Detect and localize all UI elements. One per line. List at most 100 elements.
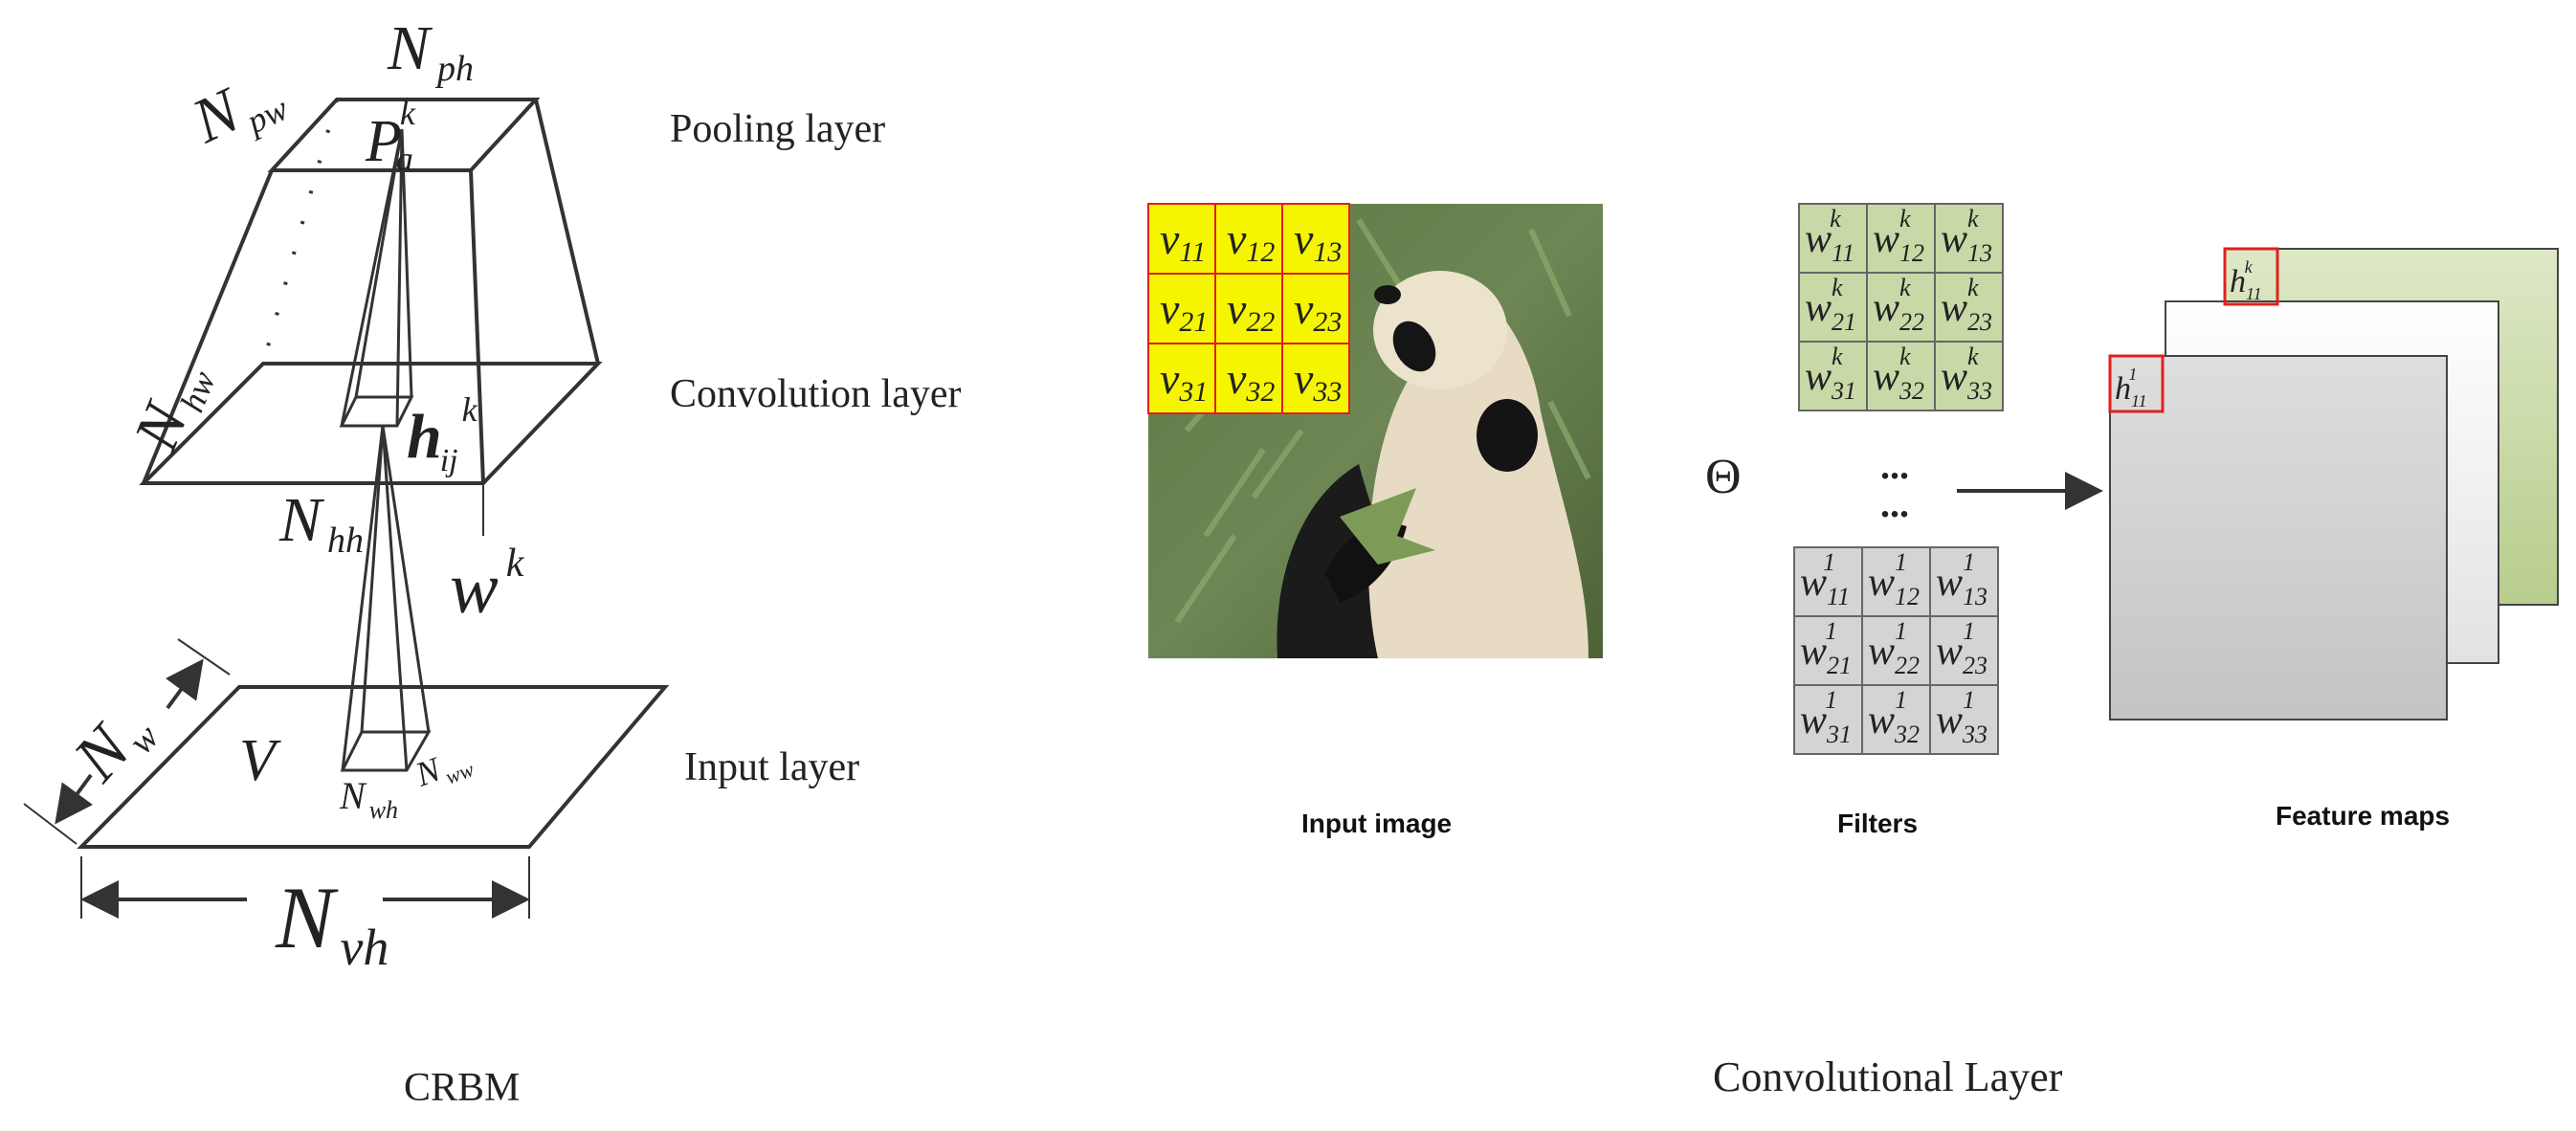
input-grid-cell-label: v13 bbox=[1294, 214, 1342, 268]
filter-weight-label: w121 bbox=[1868, 548, 1920, 610]
nw-dimension-tick bbox=[23, 803, 78, 845]
input-grid-cell bbox=[1281, 343, 1350, 414]
convolutional-layer-caption: Convolutional Layer bbox=[1713, 1053, 2063, 1100]
feature-h11-k-label: h11k bbox=[2230, 257, 2262, 303]
filter-weight-label: w321 bbox=[1868, 686, 1920, 748]
symbol-h-ij-k: hijk bbox=[407, 390, 478, 478]
symbol-N-pw: Npw bbox=[182, 56, 294, 162]
symbol-V: V bbox=[239, 728, 281, 793]
filter-cell bbox=[1934, 341, 2004, 411]
filter-cell bbox=[1866, 341, 1936, 411]
bamboo-leaf-cluster bbox=[1340, 488, 1435, 565]
filter-weight-label: w331 bbox=[1936, 686, 1988, 748]
input-pyramid-edge bbox=[341, 425, 385, 771]
filter-weight-label: w23k bbox=[1941, 274, 1992, 336]
filter-weight-label: w33k bbox=[1941, 343, 1992, 405]
filter-weight-label: w111 bbox=[1800, 548, 1848, 610]
frustum-edge bbox=[142, 169, 274, 484]
pooling-pyramid-edge bbox=[354, 128, 404, 398]
filter-cell bbox=[1861, 546, 1931, 617]
input-pixel-grid: v11 v12 v13 v21 v22 v23 v31 v32 v33 bbox=[1147, 203, 1350, 414]
input-layer-label: Input layer bbox=[684, 745, 859, 789]
ellipsis-upper: ... bbox=[1880, 444, 1909, 487]
filter-weight-label: w311 bbox=[1800, 686, 1850, 748]
panda-ear bbox=[1477, 399, 1538, 472]
filter-weight-label: w221 bbox=[1868, 617, 1920, 679]
feature-cell-h11-k bbox=[2223, 247, 2279, 306]
input-grid-cell-label: v21 bbox=[1160, 284, 1208, 338]
input-image bbox=[1148, 204, 1603, 658]
filter-k-grid: w11k w12k w13k w21k w22k w23k w31k w32k w33k bbox=[1798, 203, 2004, 411]
pooling-layer-label: Pooling layer bbox=[670, 107, 885, 151]
feature-maps-label: Feature maps bbox=[2276, 801, 2450, 831]
filter-cell bbox=[1934, 272, 2004, 343]
convolution-layer-label: Convolution layer bbox=[670, 372, 961, 416]
feature-maps-stack: h11k h111 bbox=[2108, 247, 2559, 721]
filter-cell bbox=[1798, 341, 1868, 411]
nw-dimension-arrow-down bbox=[55, 773, 94, 825]
filter-weight-label: w11k bbox=[1805, 205, 1854, 267]
input-image-label: Input image bbox=[1301, 809, 1452, 838]
input-grid-cell bbox=[1214, 203, 1283, 275]
input-grid-cell-label: v12 bbox=[1227, 214, 1275, 268]
pooling-pyramid-edge bbox=[340, 128, 404, 427]
filter-cell bbox=[1929, 546, 1999, 617]
symbol-N-hw: Nhw bbox=[121, 352, 223, 462]
filter-cell bbox=[1861, 615, 1931, 686]
input-grid-cell-label: v33 bbox=[1294, 354, 1342, 408]
filter-weight-label: w32k bbox=[1873, 343, 1924, 405]
filter-weight-label: w231 bbox=[1936, 617, 1988, 679]
input-grid-cell bbox=[1214, 343, 1283, 414]
input-grid-cell bbox=[1147, 343, 1216, 414]
filter-weight-label: w211 bbox=[1800, 617, 1850, 679]
input-grid-cell-label: v23 bbox=[1294, 284, 1342, 338]
filter-cell bbox=[1866, 203, 1936, 274]
filter-weight-label: w21k bbox=[1805, 274, 1856, 336]
input-grid-cell-label: v32 bbox=[1227, 354, 1275, 408]
filter-cell bbox=[1798, 272, 1868, 343]
filter-cell bbox=[1793, 684, 1863, 755]
input-layer-plane bbox=[77, 685, 670, 849]
filter-weight-label: w12k bbox=[1873, 205, 1924, 267]
filter-1-grid: w111 w121 w131 w211 w221 w231 w311 w321 w331 bbox=[1793, 546, 1999, 755]
feature-cell-h11-1 bbox=[2108, 354, 2165, 413]
crbm-diagram bbox=[23, 98, 670, 919]
symbol-P-a-k: Pak bbox=[365, 94, 416, 178]
feature-map-front bbox=[2109, 355, 2448, 721]
filter-cell bbox=[1798, 203, 1868, 274]
filter-weight-label: w13k bbox=[1941, 205, 1992, 267]
pooling-pyramid-edge bbox=[395, 128, 404, 427]
input-grid-cell-label: v11 bbox=[1160, 214, 1206, 268]
filter-weight-label: w22k bbox=[1873, 274, 1924, 336]
filter-cell bbox=[1929, 684, 1999, 755]
filter-weight-label: w131 bbox=[1936, 548, 1988, 610]
filters-label: Filters bbox=[1837, 809, 1918, 838]
frustum-edge bbox=[534, 99, 600, 365]
input-grid-cell bbox=[1281, 273, 1350, 344]
nw-dimension-tick bbox=[177, 638, 231, 676]
symbol-N-w: Nw bbox=[59, 691, 167, 799]
pooling-pyramid-edge bbox=[400, 128, 413, 398]
feature-h11-1-label: h111 bbox=[2115, 365, 2146, 410]
filter-weight-label: w31k bbox=[1805, 343, 1856, 405]
crbm-layer-labels: Pooling layer Convolution layer Input la… bbox=[670, 107, 961, 789]
input-pyramid-edge bbox=[381, 425, 431, 733]
filter-cell bbox=[1934, 203, 2004, 274]
theta-symbol: Θ bbox=[1705, 450, 1742, 504]
crbm-caption: CRBM bbox=[404, 1066, 520, 1110]
filter-cell bbox=[1861, 684, 1931, 755]
input-pyramid-edge bbox=[381, 425, 409, 771]
input-grid-cell bbox=[1147, 273, 1216, 344]
input-grid-cell-label: v31 bbox=[1160, 354, 1208, 408]
filter-cell bbox=[1929, 615, 1999, 686]
input-grid-cell-label: v22 bbox=[1227, 284, 1275, 338]
pooling-receptive-box bbox=[339, 395, 414, 428]
panda-eye-patch bbox=[1392, 321, 1436, 372]
